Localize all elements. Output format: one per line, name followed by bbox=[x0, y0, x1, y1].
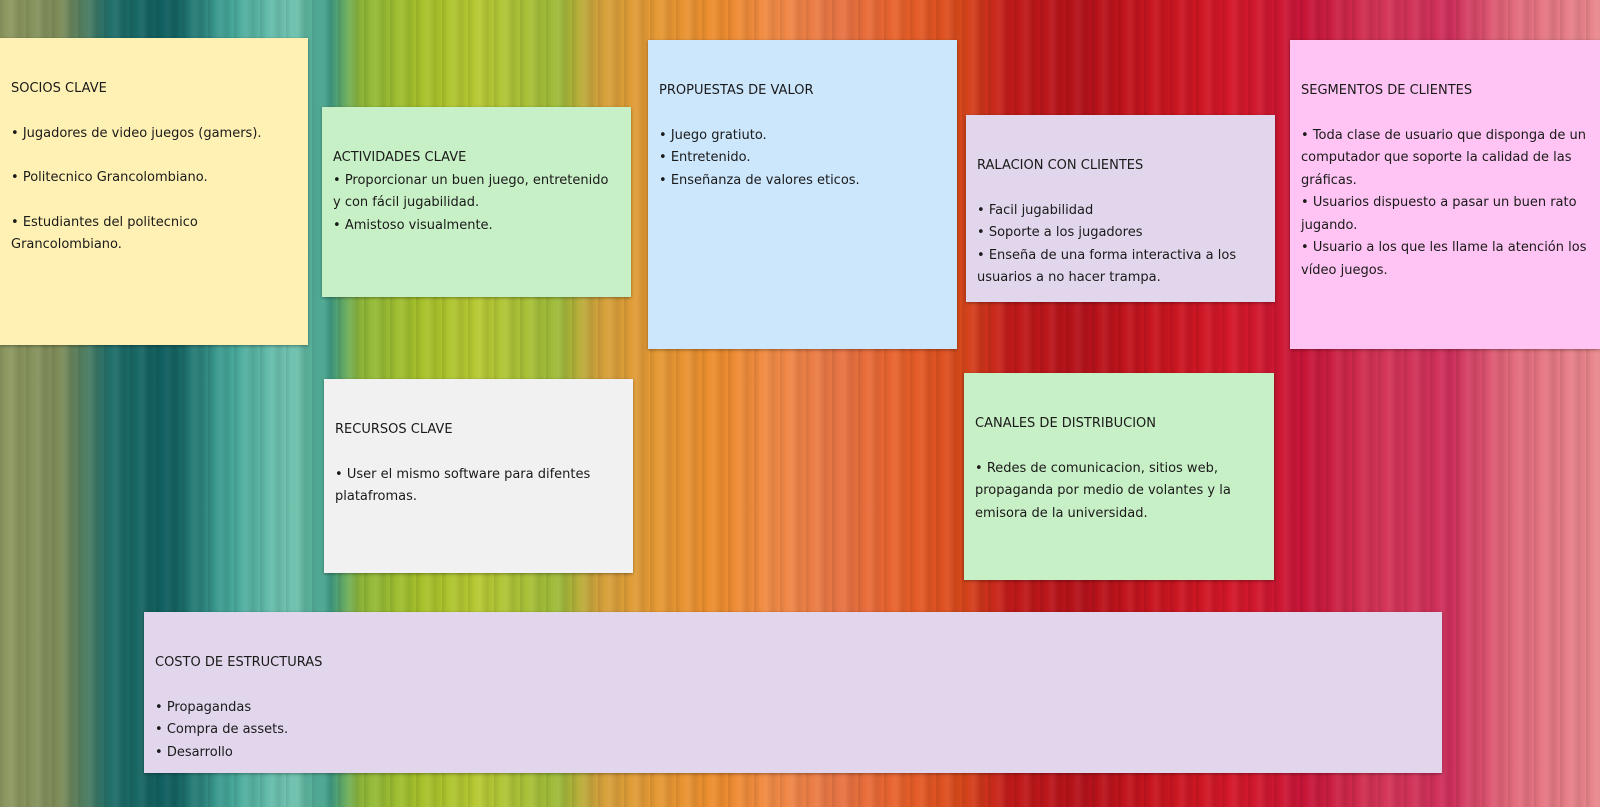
note-recursos-clave[interactable]: RECURSOS CLAVE User el mismo software pa… bbox=[324, 379, 633, 573]
note-item: Jugadores de video juegos (gamers). bbox=[11, 123, 297, 146]
note-title: PROPUESTAS DE VALOR bbox=[659, 83, 814, 98]
note-costo-de-estructuras[interactable]: COSTO DE ESTRUCTURAS Propagandas Compra … bbox=[144, 612, 1442, 773]
note-item: Entretenido. bbox=[659, 147, 946, 170]
note-title: RECURSOS CLAVE bbox=[335, 422, 453, 437]
note-item: Usuario a los que les llame la atención … bbox=[1301, 237, 1589, 282]
note-item: Proporcionar un buen juego, entretenido … bbox=[333, 170, 620, 215]
note-segmentos-de-clientes[interactable]: SEGMENTOS DE CLIENTES Toda clase de usua… bbox=[1290, 40, 1600, 349]
note-item: User el mismo software para difentes pla… bbox=[335, 464, 622, 509]
note-title: CANALES DE DISTRIBUCION bbox=[975, 416, 1156, 431]
note-item: Enseñanza de valores eticos. bbox=[659, 170, 946, 193]
note-actividades-clave[interactable]: ACTIVIDADES CLAVE Proporcionar un buen j… bbox=[322, 107, 631, 297]
note-relacion-con-clientes[interactable]: RALACION CON CLIENTES Facil jugabilidad … bbox=[966, 115, 1275, 302]
note-propuestas-de-valor[interactable]: PROPUESTAS DE VALOR Juego gratiuto. Entr… bbox=[648, 40, 957, 349]
note-item: Usuarios dispuesto a pasar un buen rato … bbox=[1301, 192, 1589, 237]
note-title: SOCIOS CLAVE bbox=[11, 81, 107, 96]
note-item: Estudiantes del politecnico Grancolombia… bbox=[11, 212, 297, 257]
note-item: Toda clase de usuario que disponga de un… bbox=[1301, 125, 1589, 193]
note-item: Desarrollo bbox=[155, 742, 1431, 765]
note-item: Politecnico Grancolombiano. bbox=[11, 167, 297, 190]
note-item: Enseña de una forma interactiva a los us… bbox=[977, 245, 1264, 290]
note-item: Compra de assets. bbox=[155, 719, 1431, 742]
note-item: Soporte a los jugadores bbox=[977, 222, 1264, 245]
note-socios-clave[interactable]: SOCIOS CLAVE Jugadores de video juegos (… bbox=[0, 38, 308, 345]
note-item: Propagandas bbox=[155, 697, 1431, 720]
note-title: RALACION CON CLIENTES bbox=[977, 158, 1144, 173]
note-item: Juego gratiuto. bbox=[659, 125, 946, 148]
note-title: ACTIVIDADES CLAVE bbox=[333, 150, 467, 165]
note-item: Amistoso visualmente. bbox=[333, 215, 620, 238]
note-item: Facil jugabilidad bbox=[977, 200, 1264, 223]
note-item: Redes de comunicacion, sitios web, propa… bbox=[975, 458, 1263, 526]
note-canales-de-distribucion[interactable]: CANALES DE DISTRIBUCION Redes de comunic… bbox=[964, 373, 1274, 580]
note-title: SEGMENTOS DE CLIENTES bbox=[1301, 83, 1473, 98]
note-title: COSTO DE ESTRUCTURAS bbox=[155, 655, 323, 670]
